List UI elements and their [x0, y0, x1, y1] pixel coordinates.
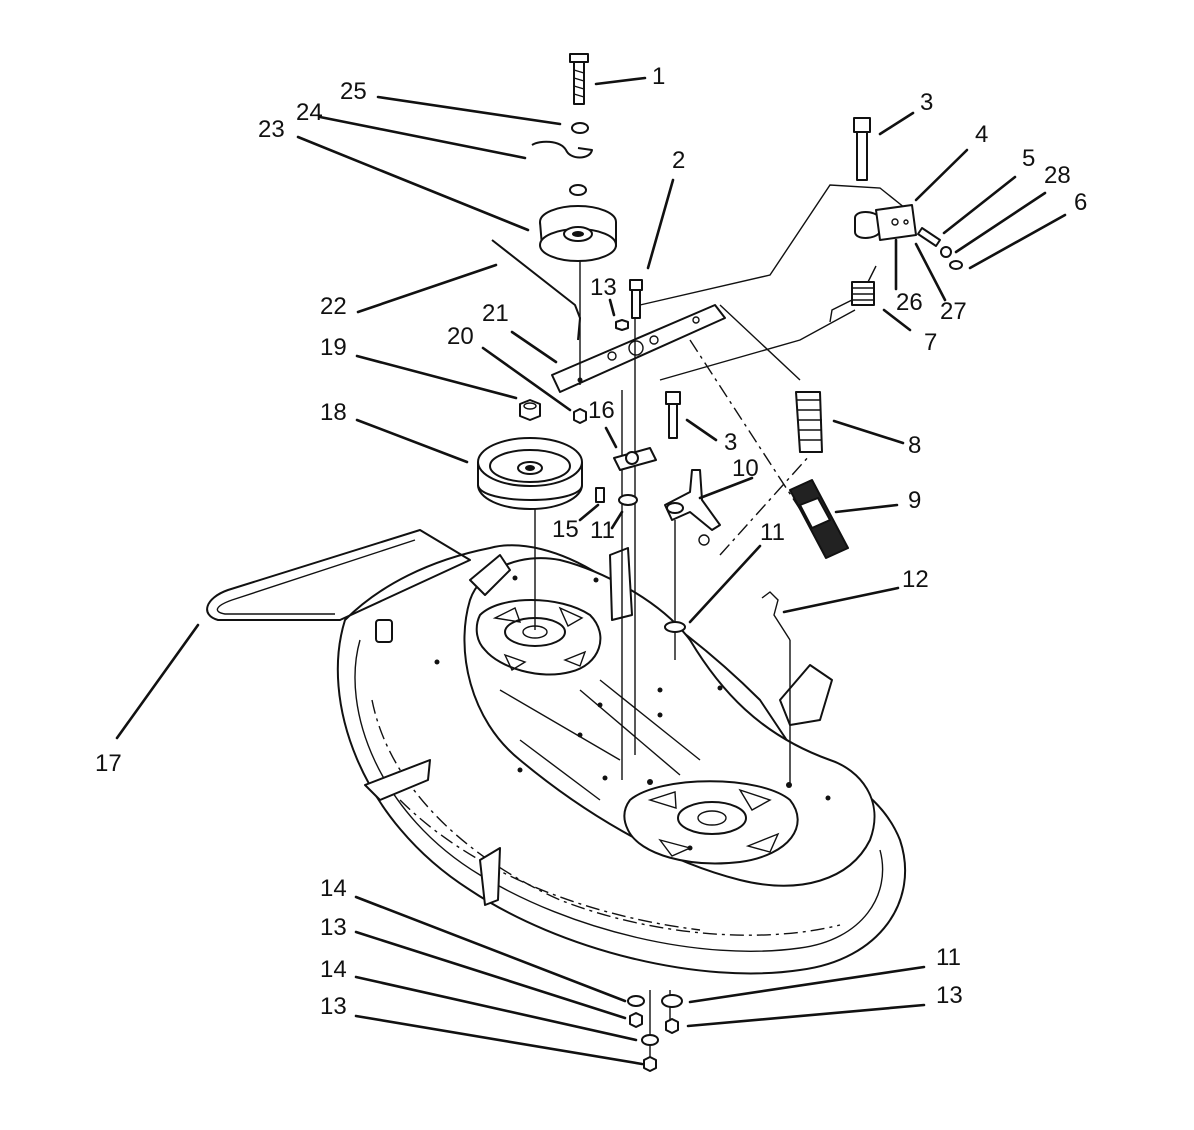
- callout-3-top: 3: [920, 89, 933, 116]
- callout-28: 28: [1044, 162, 1071, 189]
- callout-27: 27: [940, 298, 967, 325]
- callout-19: 19: [320, 334, 347, 361]
- deck-hanger-front: [479, 847, 501, 906]
- deck-bracket-left: [609, 547, 633, 621]
- callout-12: 12: [902, 566, 929, 593]
- callout-13-b: 13: [320, 993, 347, 1020]
- link-rod-12: [761, 591, 791, 641]
- right-spindle-plate: [623, 780, 799, 865]
- callout-24: 24: [296, 99, 323, 126]
- callout-13-a: 13: [320, 914, 347, 941]
- callout-13-top: 13: [590, 274, 617, 301]
- drive-belt: [206, 529, 471, 621]
- callout-26: 26: [896, 289, 923, 316]
- callout-1: 1: [652, 63, 665, 90]
- callout-14-a: 14: [320, 875, 347, 902]
- callout-22: 22: [320, 293, 347, 320]
- drive-pulley: [477, 399, 583, 510]
- callout-11-right: 11: [760, 519, 785, 546]
- idler-arm-bracket: [551, 304, 726, 393]
- callout-labels: 1 25 24 23 2 3 4 5 28 6 22 13 21 20 19 2…: [95, 63, 1087, 1020]
- callout-11-bottom: 11: [936, 944, 961, 971]
- idler-pulley-top: [531, 53, 617, 262]
- callout-9: 9: [908, 487, 921, 514]
- callout-20: 20: [447, 323, 474, 350]
- callout-11-mid: 11: [590, 517, 615, 544]
- spring-8: [795, 391, 823, 453]
- leader-lines: [115, 76, 1067, 1066]
- deck-bracket-right: [779, 664, 833, 726]
- spring-9: [789, 479, 849, 559]
- callout-15: 15: [552, 516, 579, 543]
- hardware-small-parts: [573, 279, 721, 1072]
- deck-hanger-left: [364, 759, 431, 801]
- callout-13-bottom: 13: [936, 982, 963, 1009]
- tension-assembly: [829, 117, 963, 323]
- callout-17: 17: [95, 750, 122, 777]
- callout-8: 8: [908, 432, 921, 459]
- callout-7: 7: [924, 329, 937, 356]
- callout-5: 5: [1022, 145, 1035, 172]
- callout-16: 16: [588, 397, 615, 424]
- callout-3-mid: 3: [724, 429, 737, 456]
- callout-25: 25: [340, 78, 367, 105]
- callout-14-b: 14: [320, 956, 347, 983]
- callout-6: 6: [1074, 189, 1087, 216]
- callout-21: 21: [482, 300, 509, 327]
- callout-10: 10: [732, 455, 759, 482]
- idler-rod: [491, 239, 581, 341]
- callout-4: 4: [975, 121, 988, 148]
- callout-2: 2: [672, 147, 685, 174]
- callout-18: 18: [320, 399, 347, 426]
- callout-23: 23: [258, 116, 285, 143]
